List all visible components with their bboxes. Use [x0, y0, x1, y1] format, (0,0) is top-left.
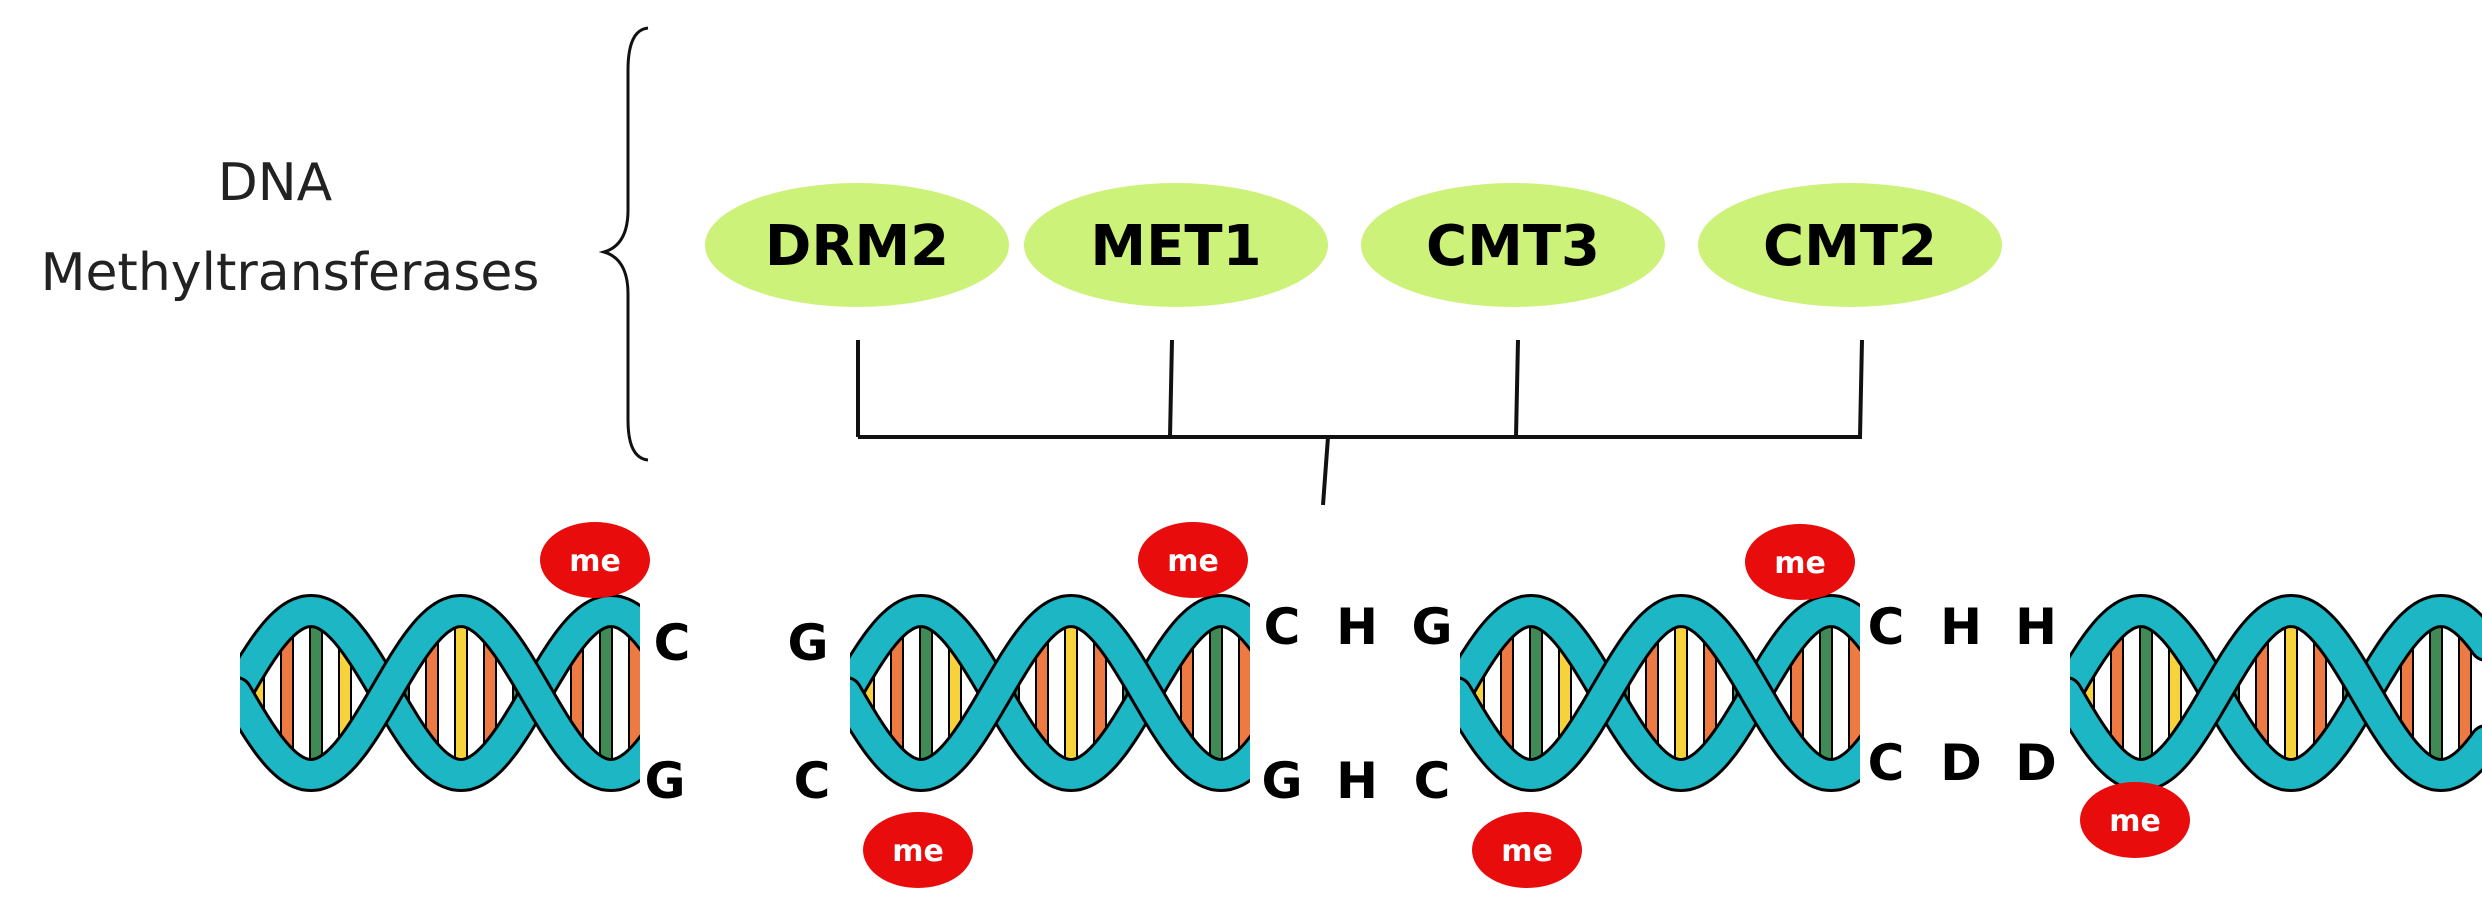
- connector-drop-cmt2: [1858, 339, 1864, 438]
- base-letter: C: [794, 752, 831, 810]
- base-letter: C: [1264, 598, 1301, 656]
- dna-helix: [1460, 593, 1860, 793]
- helix-strand: [1460, 596, 1860, 790]
- methyl-ellipse: [540, 522, 650, 598]
- base-letter: H: [1336, 752, 1378, 810]
- dna-helix: [2070, 593, 2482, 793]
- base-letter: D: [1940, 734, 1982, 792]
- base-letter: G: [644, 752, 685, 810]
- base-pair: [309, 616, 323, 770]
- methyl-label: me: [1501, 834, 1553, 869]
- dna-helix: [240, 593, 640, 793]
- methyl-ellipse: [863, 812, 973, 888]
- connector-drop-met1: [1168, 339, 1174, 438]
- enzyme-ellipse: [1361, 183, 1665, 307]
- base-pair: [454, 616, 468, 770]
- enzyme-ellipse: [1698, 183, 2002, 307]
- base-letter: C: [1868, 598, 1905, 656]
- base-letter: D: [2015, 734, 2057, 792]
- enzyme-label-met1: MET1: [1090, 214, 1261, 279]
- methyl-tag: me: [540, 522, 650, 598]
- base-pair: [2284, 616, 2298, 770]
- base-pair: [2429, 616, 2443, 770]
- methyl-label: me: [1167, 544, 1219, 579]
- base-pair: [919, 616, 933, 770]
- helix-strand: [850, 596, 1250, 790]
- methyl-tag: me: [1138, 522, 1248, 598]
- base-letter: H: [2015, 598, 2057, 656]
- base-letter: G: [787, 614, 828, 672]
- helix-strand: [2070, 596, 2482, 790]
- methyl-tag: me: [1472, 812, 1582, 888]
- context-chg: C H G G H C: [1261, 598, 1452, 810]
- helix-strand: [240, 596, 640, 790]
- base-letter: H: [1336, 598, 1378, 656]
- helix-strand: [850, 596, 1250, 790]
- base-letter: G: [1411, 598, 1452, 656]
- enzyme-label-cmt2: CMT2: [1763, 214, 1937, 279]
- methyl-ellipse: [1472, 812, 1582, 888]
- base-pair: [1819, 616, 1833, 770]
- helix-strand: [1460, 596, 1860, 790]
- enzyme-ellipse: [705, 183, 1009, 307]
- base-pair: [1674, 616, 1688, 770]
- base-pair: [1064, 616, 1078, 770]
- enzyme-label-drm2: DRM2: [765, 214, 949, 279]
- helix-strand: [2070, 596, 2482, 790]
- base-pair: [2139, 616, 2153, 770]
- title-line-1: DNA: [218, 153, 333, 213]
- methyl-label: me: [569, 544, 621, 579]
- enzyme-drm2: DRM2: [705, 183, 1009, 307]
- enzyme-cmt3: CMT3: [1361, 183, 1665, 307]
- enzyme-label-cmt3: CMT3: [1426, 214, 1600, 279]
- enzyme-cmt2: CMT2: [1698, 183, 2002, 307]
- methyl-tag: me: [1745, 524, 1855, 600]
- methyl-ellipse: [1745, 524, 1855, 600]
- helix-strand: [240, 596, 640, 790]
- curly-brace: [598, 26, 649, 462]
- base-pair: [1209, 616, 1223, 770]
- base-letter: H: [1940, 598, 1982, 656]
- methyl-ellipse: [1138, 522, 1248, 598]
- methyl-ellipse: [2080, 782, 2190, 858]
- enzyme-met1: MET1: [1024, 183, 1328, 307]
- connector-drop-cmt3: [1514, 339, 1520, 438]
- dna-helix: [850, 593, 1250, 793]
- methyl-label: me: [1774, 546, 1826, 581]
- base-letter: C: [1868, 734, 1905, 792]
- context-chh: C H H C D D: [1868, 598, 2057, 792]
- methyl-tag: me: [863, 812, 973, 888]
- methyl-label: me: [892, 834, 944, 869]
- methyltransferases-title: DNA Methyltransferases: [41, 153, 540, 303]
- enzyme-ellipse: [1024, 183, 1328, 307]
- base-pair: [599, 616, 613, 770]
- connector-bracket: [856, 339, 1864, 506]
- methyl-tag: me: [2080, 782, 2190, 858]
- connector-stem: [1321, 436, 1330, 506]
- base-pair: [1529, 616, 1543, 770]
- methyl-label: me: [2109, 804, 2161, 839]
- base-letter: C: [654, 614, 691, 672]
- context-cg: C G G C: [644, 614, 830, 810]
- base-letter: C: [1414, 752, 1451, 810]
- title-line-2: Methyltransferases: [41, 243, 540, 303]
- base-letter: G: [1261, 752, 1302, 810]
